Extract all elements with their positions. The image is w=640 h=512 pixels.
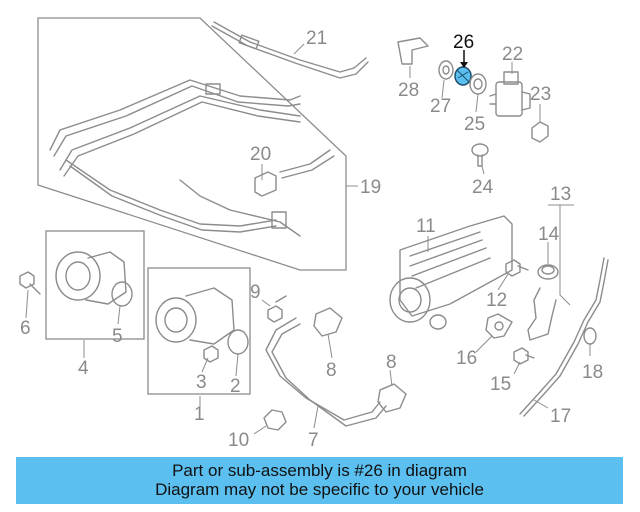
- callout-3: 3: [196, 372, 207, 393]
- bolt-part-3: [203, 345, 219, 363]
- callout-4: 4: [78, 358, 89, 379]
- callout-11: 11: [416, 216, 436, 237]
- callout-15: 15: [490, 374, 511, 395]
- frame-part-4: [45, 230, 145, 340]
- gasket-part-16: [485, 313, 513, 339]
- banner-line-2: Diagram may not be specific to your vehi…: [155, 480, 484, 499]
- oring-part-5: [111, 281, 133, 307]
- washer-part-18: [583, 327, 597, 345]
- callout-5: 5: [112, 326, 123, 347]
- hose-part-13: [527, 287, 557, 341]
- bolt-part-6: [19, 271, 41, 295]
- callout-7: 7: [308, 430, 319, 451]
- bolt-part-12: [505, 259, 529, 277]
- bracket-part-13: [548, 204, 574, 306]
- info-banner: Part or sub-assembly is #26 in diagram D…: [16, 457, 623, 504]
- callout-27: 27: [430, 96, 451, 117]
- pipe-part-7: [265, 317, 381, 421]
- pipe-part-7-inner: [271, 323, 387, 427]
- pipe-part-17-inner: [523, 259, 609, 417]
- gasket-part-8a: [313, 307, 343, 337]
- callout-22: 22: [502, 44, 523, 65]
- callout-14: 14: [538, 224, 560, 245]
- bolt-part-15: [513, 347, 535, 365]
- callout-12: 12: [486, 290, 507, 311]
- banner-line-1: Part or sub-assembly is #26 in diagram: [172, 461, 467, 480]
- callout-10: 10: [228, 430, 249, 451]
- highlight-arrow-26: [460, 50, 468, 68]
- rod-part-21: [211, 21, 369, 79]
- washer-part-27: [438, 60, 454, 80]
- callout-2: 2: [230, 376, 241, 397]
- bolt-part-24: [471, 143, 489, 167]
- callout-24: 24: [472, 177, 494, 198]
- callout-28: 28: [398, 80, 419, 101]
- pump-part-4: [55, 251, 127, 305]
- leader-lines: [25, 43, 591, 435]
- nut-part-10: [263, 409, 287, 431]
- callout-8b: 8: [386, 352, 397, 373]
- parts-diagram: 21 19 20 28 27 26 25 22 23 24 13 11 14 1…: [19, 17, 609, 451]
- valve-body-part-1: [155, 287, 235, 345]
- nut-part-23: [531, 121, 549, 143]
- frame-part-1: [147, 267, 251, 395]
- callout-8a: 8: [326, 360, 337, 381]
- cooler-part-11: [389, 215, 513, 330]
- valve-part-22: [489, 71, 531, 117]
- callout-21: 21: [306, 28, 327, 49]
- callout-17: 17: [550, 406, 571, 427]
- callout-9: 9: [250, 282, 261, 303]
- callout-23: 23: [530, 84, 551, 105]
- oring-part-2: [227, 329, 249, 355]
- cap-part-14: [537, 264, 559, 280]
- bracket-part-20: [254, 171, 277, 197]
- pipes-part-19: [49, 79, 335, 237]
- callout-16: 16: [456, 348, 477, 369]
- callout-1: 1: [194, 404, 205, 425]
- callout-20: 20: [250, 144, 271, 165]
- callout-18: 18: [582, 362, 603, 383]
- clip-part-28: [397, 37, 429, 65]
- callout-19: 19: [360, 177, 381, 198]
- callout-26: 26: [453, 32, 474, 53]
- callout-13: 13: [550, 184, 571, 205]
- gasket-part-25: [469, 73, 487, 95]
- callout-6: 6: [20, 318, 31, 339]
- bolt-part-9: [267, 295, 287, 323]
- gasket-part-8b: [377, 383, 407, 413]
- pipe-part-17: [519, 257, 605, 415]
- callout-25: 25: [464, 114, 485, 135]
- highlighted-part-26: [454, 66, 472, 86]
- frame-pipe-assembly: [37, 17, 347, 271]
